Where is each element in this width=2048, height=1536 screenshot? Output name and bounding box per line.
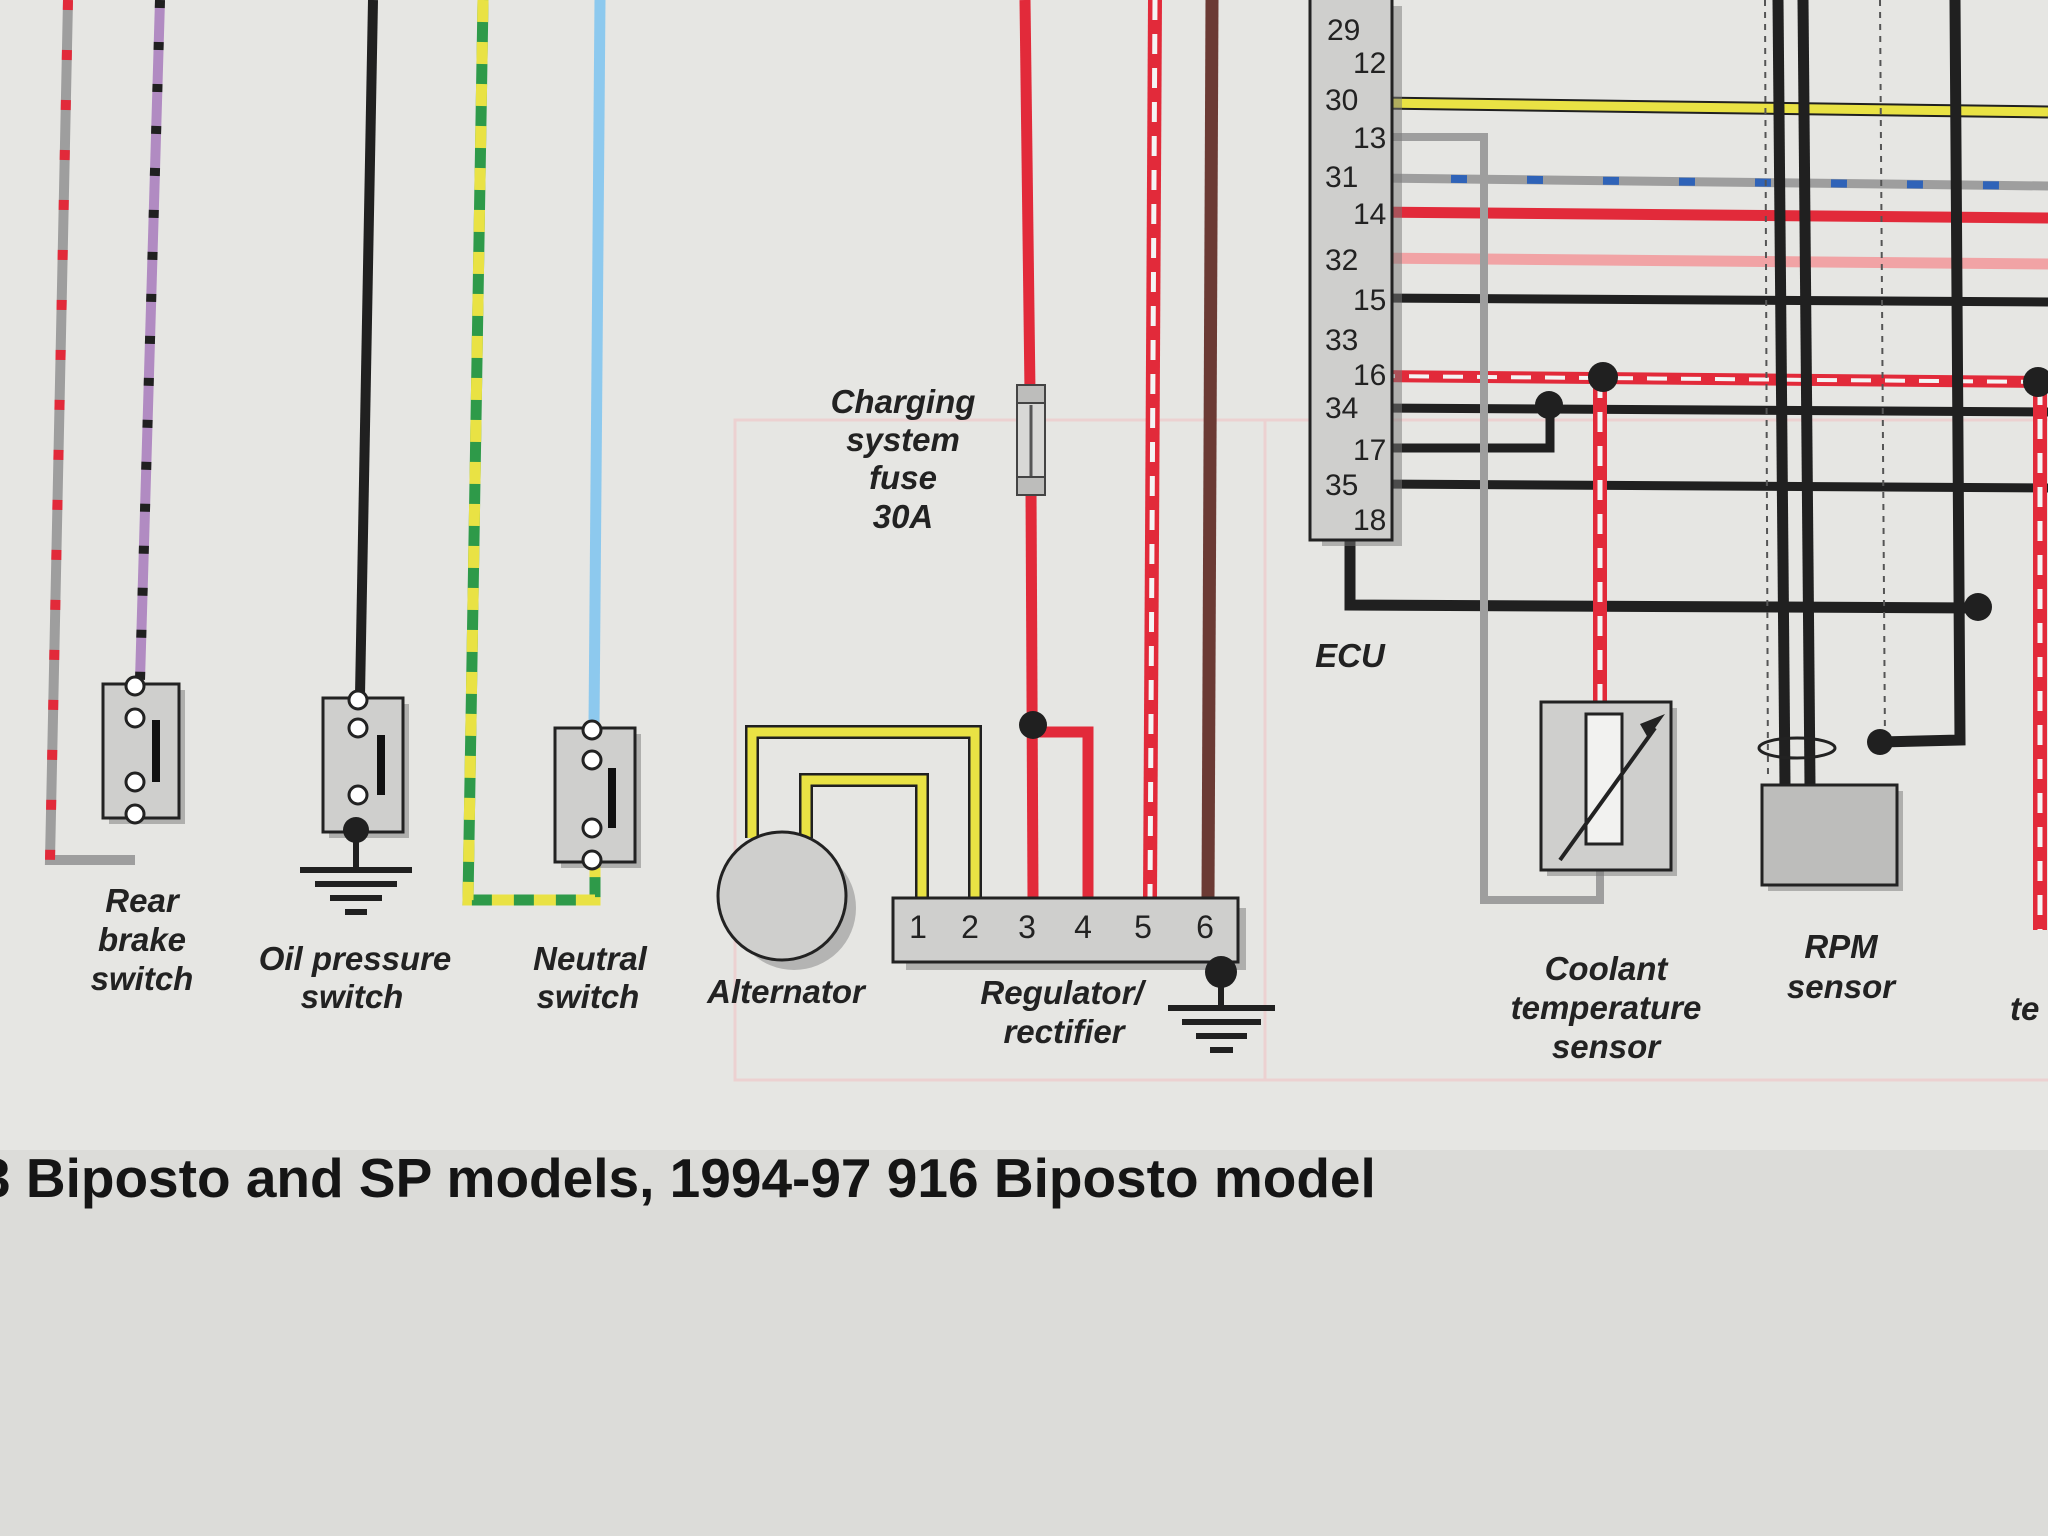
alternator-label: Alternator [706,973,867,1010]
fuse-line4: 30A [873,498,934,535]
partial-right-label: te [2010,990,2039,1027]
neutral-line2: switch [537,978,640,1015]
black-wire-oil [355,0,378,696]
rear-brake-line3: switch [91,960,194,997]
rpm-sensor [1757,736,1903,891]
ecu-connector [1308,0,1402,546]
regulator-line2: rectifier [1003,1013,1126,1050]
terminal-4: 4 [1074,909,1092,945]
oil-pressure-line1: Oil pressure [259,940,452,977]
coolant-line2: temperature [1511,989,1702,1026]
oil-pressure-line2: switch [301,978,404,1015]
ecu-label: ECU [1315,637,1386,674]
coolant-line1: Coolant [1545,950,1670,987]
ecu-pin-29: 29 [1327,14,1360,47]
coolant-line3: sensor [1552,1028,1662,1065]
ecu-pin-17: 17 [1353,434,1386,467]
figure-caption: 3 Biposto and SP models, 1994-97 916 Bip… [0,1147,1376,1209]
oil-pressure-switch-label: Oil pressure switch [259,940,452,1015]
regulator-line1: Regulator/ [980,974,1147,1011]
regulator-label: Regulator/ rectifier [980,974,1147,1050]
purple-black-wire [135,0,165,681]
ecu-junction-dots [1535,362,2048,755]
ground-symbol-oil [300,867,412,915]
red-white-wire [1143,0,1162,899]
ecu-pin-12: 12 [1353,47,1386,80]
ecu-pin-13: 13 [1353,122,1386,155]
coolant-temperature-sensor [1539,700,1677,876]
neutral-switch [553,719,641,871]
coolant-sensor-label: Coolant temperature sensor [1511,950,1702,1065]
ecu-pin-33: 33 [1325,324,1358,357]
terminal-2: 2 [961,909,979,945]
ecu-pin-16: 16 [1353,359,1386,392]
fuse-line2: system [846,421,960,458]
ecu-pin-35: 35 [1325,469,1358,502]
rpm-sensor-label: RPM sensor [1787,928,1897,1005]
regulator-terminals: 1 2 3 4 5 6 [909,909,1214,945]
fuse-label: Charging system fuse 30A [831,383,976,535]
ecu-pin-34: 34 [1325,392,1358,425]
ecu-pin-18: 18 [1353,504,1386,537]
ecu-pin-15: 15 [1353,284,1386,317]
neutral-line1: Neutral [533,940,648,977]
rear-brake-line2: brake [98,921,186,958]
terminal-3: 3 [1018,909,1036,945]
ecu-pin-30: 30 [1325,84,1358,117]
fuse-line1: Charging [831,383,976,420]
regulator-rectifier [891,896,1246,1005]
ground-symbol-regulator [1168,1005,1275,1053]
light-blue-wire [588,0,606,726]
red-supply-wire [1019,0,1094,899]
terminal-1: 1 [909,909,927,945]
ecu-pin-32: 32 [1325,244,1358,277]
alternator-wires [745,725,982,900]
rear-brake-switch-label: Rear brake switch [91,882,194,997]
oil-pressure-switch [321,689,409,870]
junction-dot-red [1019,711,1047,739]
ecu-pin-14: 14 [1353,198,1386,231]
terminal-6: 6 [1196,909,1214,945]
rpm-line1: RPM [1804,928,1879,965]
ecu-pin-numbers: 29 12 30 13 31 14 32 15 33 16 34 17 35 1… [1325,14,1386,537]
terminal-5: 5 [1134,909,1152,945]
ecu-pin-31: 31 [1325,161,1358,194]
brown-wire [1201,0,1219,899]
alternator [716,830,856,970]
rpm-line2: sensor [1787,968,1897,1005]
green-yellow-wire [462,0,601,906]
grey-red-wire [44,0,135,865]
rear-brake-switch [101,675,185,825]
fuse-line3: fuse [869,459,937,496]
neutral-switch-label: Neutral switch [533,940,648,1015]
ecu-right-wires [1344,0,2048,930]
charging-fuse [1016,384,1046,496]
rear-brake-line1: Rear [105,882,181,919]
paper-lower-shade [0,1150,2048,1536]
